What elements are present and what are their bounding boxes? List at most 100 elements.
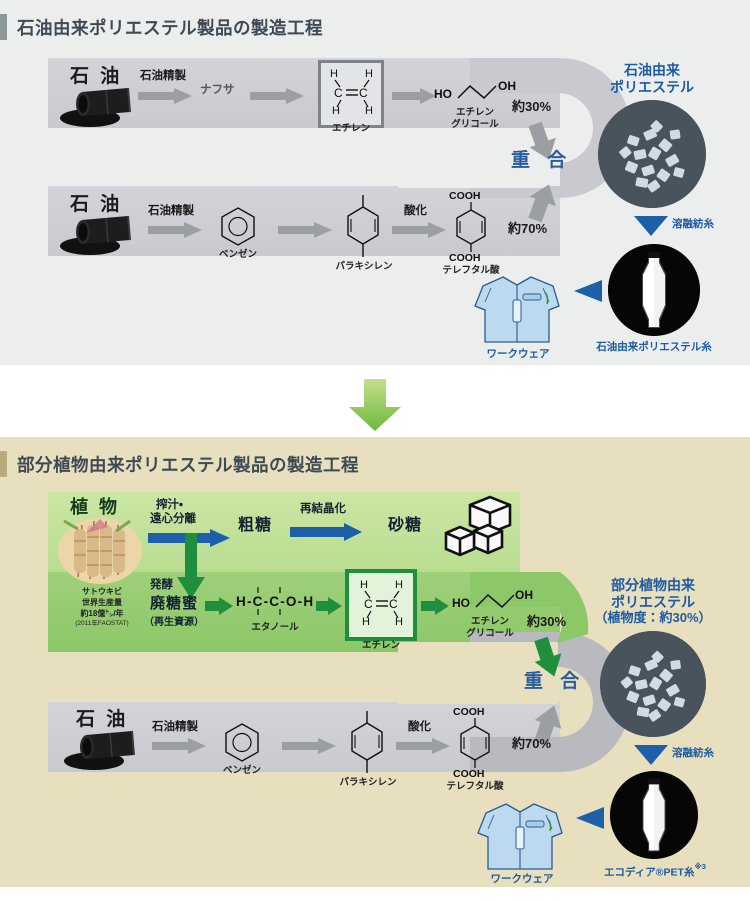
acid-label-cooh-bottom-biomass: COOH: [453, 768, 485, 780]
step-label-juicing-line1: 搾汁・: [156, 499, 183, 511]
arrow-merge-from-acid: [528, 184, 556, 223]
arrow-down-to-molasses: [177, 533, 205, 599]
yarn-bobbin-circle: [610, 771, 698, 859]
triangle-down-icon: [634, 216, 668, 236]
arrow-right-recrystal: [290, 523, 362, 541]
arrow-right-to-glycol-green: [421, 597, 449, 615]
garment-label-biomass: ワークウェア: [490, 873, 554, 885]
ethylene-structure-icon: H H H H C C: [360, 579, 403, 628]
yarn-label-note: ※3: [694, 862, 706, 871]
triangle-down-icon: [634, 745, 668, 765]
triangle-left-icon: [574, 280, 602, 302]
fermentation-label: 発酵: [150, 579, 173, 591]
percent-label-70-biomass: 約70%: [512, 736, 552, 751]
percent-label-30-biomass: 約30%: [527, 614, 567, 629]
header-accent-bar: [0, 451, 7, 477]
oxidation-label-upper-diagram: 酸化: [404, 205, 427, 217]
svg-text:H: H: [360, 579, 368, 591]
molasses-note: （再生資源）: [144, 617, 204, 628]
percent-label-30-petroleum: 約30%: [512, 99, 552, 114]
svg-text:H: H: [395, 579, 403, 591]
yarn-label-row-biomass: エコディア®PET糸※3: [566, 862, 744, 880]
glycol-chain-icon-biomass: [475, 593, 515, 609]
polyester-pellets-circle: [600, 631, 706, 737]
ethanol-bond-ticks-icon: [257, 587, 281, 615]
svg-text:C: C: [389, 597, 398, 611]
spin-label-petroleum: 溶融紡糸: [672, 218, 714, 230]
product-title-line1-biomass: 部分植物由来: [611, 577, 695, 593]
diagram-petroleum-panel: 石油由来ポリエステル製品の製造工程 石 油 石油精製: [0, 0, 750, 365]
paraxylene-structure-icon: [347, 195, 379, 257]
page-title-petroleum: 石油由来ポリエステル製品の製造工程: [17, 17, 323, 38]
sugar-label: 砂糖: [388, 517, 423, 534]
arrow-right-refine-biomass: [152, 738, 206, 754]
plant-note-line4: (2011年FAOSTAT): [75, 620, 129, 627]
polyester-pellets-circle: [598, 100, 706, 208]
glycol-label-OH-upper: OH: [498, 79, 516, 93]
ethylene-structure-icon: H H H H C C: [330, 68, 373, 117]
arrow-right-refine-lower: [148, 222, 202, 238]
garment-label-petroleum: ワークウェア: [486, 348, 550, 360]
page-title-biomass: 部分植物由来ポリエステル製品の製造工程: [17, 454, 359, 475]
xylene-caption-biomass: パラキシレン: [339, 777, 397, 788]
plant-note-line3: 約18億㌧/年: [80, 609, 124, 618]
acid-label-cooh-top: COOH: [449, 190, 481, 202]
plant-note-line1: サトウキビ: [82, 587, 122, 596]
diagram-petroleum-header: 石油由来ポリエステル製品の製造工程: [0, 14, 323, 40]
arrow-merge-from-glycol-biomass: [534, 636, 562, 677]
chem-box-ethylene-biomass: H H H H C C: [345, 569, 417, 641]
diagram-biomass-panel: 部分植物由来ポリエステル製品の製造工程 植 物: [0, 437, 750, 887]
molasses-label: 廃糖蜜: [150, 595, 199, 612]
acid-caption-biomass: テレフタル酸: [446, 781, 504, 792]
acid-caption-upper-diagram: テレフタル酸: [442, 265, 500, 276]
oil-drum-icon: [60, 87, 131, 127]
chem-caption-ethylene-petroleum: エチレン: [331, 123, 370, 134]
svg-text:H: H: [365, 105, 373, 117]
acid-label-cooh-top-biomass: COOH: [453, 706, 485, 718]
oxidation-label-biomass: 酸化: [408, 721, 431, 733]
yarn-bobbin-circle: [608, 244, 700, 336]
ethanol-caption: エタノール: [251, 622, 299, 633]
workwear-jacket-icon: [477, 803, 563, 870]
yarn-label-biomass: エコディア®PET糸: [604, 866, 695, 879]
svg-text:C: C: [334, 86, 343, 100]
glycol-caption-line1-upper: エチレン: [455, 107, 494, 118]
arrow-right-naphtha: [250, 88, 304, 104]
oil-drum-icon: [64, 730, 135, 770]
glycol-chain-icon-upper: [457, 84, 497, 100]
arrow-right-oxidation-biomass: [396, 738, 450, 754]
glycol-caption-line2-biomass: グリコール: [466, 628, 514, 639]
workwear-jacket-icon: [474, 276, 560, 343]
svg-text:H: H: [395, 616, 403, 628]
step-label-refine-upper: 石油精製: [140, 70, 186, 82]
arrow-right-benzene-biomass: [282, 738, 336, 754]
arrow-right-benzene: [278, 222, 332, 238]
product-title-line1-petroleum: 石油由来: [624, 62, 680, 78]
svg-text:H: H: [330, 68, 338, 80]
recrystallization-label: 再結晶化: [300, 503, 346, 515]
terephthalic-ring-icon: [456, 202, 486, 252]
green-down-arrow-icon: [349, 379, 401, 431]
spin-label-biomass: 溶融紡糸: [672, 747, 714, 759]
chem-box-ethylene-petroleum: H H H H C C: [318, 60, 384, 128]
benzene-caption-upper-diagram: ベンゼン: [218, 249, 257, 260]
svg-text:H: H: [365, 68, 373, 80]
benzene-caption-biomass: ベンゼン: [222, 765, 261, 776]
product-title-line3-biomass: （植物度：約30%）: [594, 610, 712, 625]
yarn-label-petroleum: 石油由来ポリエステル糸: [596, 341, 712, 353]
product-title-line2-biomass: ポリエステル: [611, 594, 695, 610]
acid-label-cooh-bottom: COOH: [449, 252, 481, 264]
step-label-refine-lower: 石油精製: [148, 205, 194, 217]
xylene-caption-upper-diagram: パラキシレン: [335, 261, 393, 272]
arrow-right-ethylene: [392, 88, 436, 104]
glycol-label-HO-biomass: HO: [452, 596, 470, 610]
svg-text:H: H: [332, 105, 340, 117]
sugar-cubes-icon: [444, 495, 512, 557]
svg-text:C: C: [359, 86, 368, 100]
source-label-oil-lower: 石 油: [70, 194, 123, 215]
percent-label-70-petroleum: 約70%: [508, 221, 548, 236]
merge-label-polymerization-petroleum: 重 合: [511, 150, 573, 171]
glycol-caption-line2-upper: グリコール: [451, 119, 499, 130]
header-accent-bar: [0, 14, 7, 40]
paraxylene-structure-icon: [351, 711, 383, 773]
